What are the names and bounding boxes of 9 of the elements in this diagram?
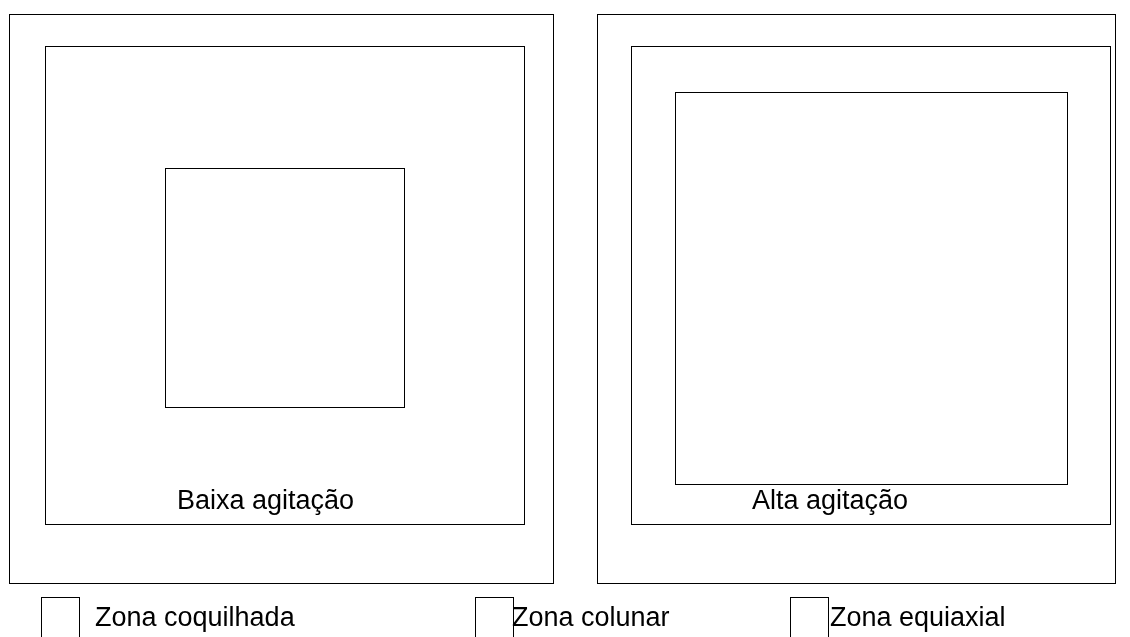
legend-label: Zona colunar — [512, 601, 670, 634]
outline-box — [9, 14, 554, 584]
outline-box — [597, 14, 1116, 584]
outline-box — [165, 168, 405, 408]
legend-label: Zona coquilhada — [95, 601, 295, 634]
legend-label: Zona equiaxial — [830, 601, 1006, 634]
zone-box — [45, 46, 525, 525]
zone-box — [631, 46, 1111, 525]
outline-box — [675, 92, 1068, 485]
